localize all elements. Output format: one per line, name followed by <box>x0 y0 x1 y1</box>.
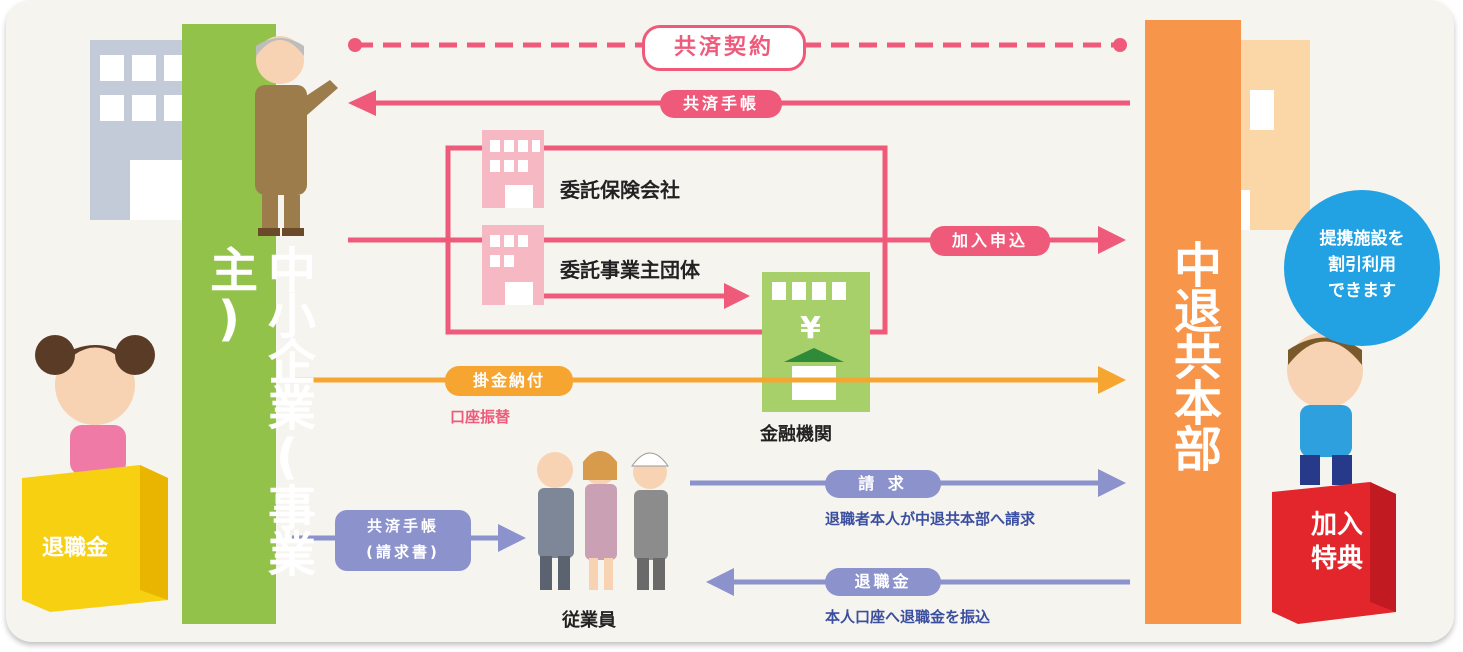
commissioned-loop <box>445 145 888 335</box>
retirement-box <box>22 465 168 612</box>
hq-column <box>1145 20 1241 624</box>
discount-bubble <box>1284 190 1440 346</box>
bubble-line3: できます <box>1328 281 1396 301</box>
hq-label: 中退共本部 <box>1165 240 1221 470</box>
insurer-building-icon <box>482 130 544 208</box>
account-transfer-label: 口座振替 <box>450 408 511 426</box>
contract-line <box>348 38 1127 52</box>
financial-institution-label: 金融機関 <box>760 424 832 445</box>
kyosai-techo-claim-line2: (請求書) <box>366 543 440 561</box>
businessman-figure <box>255 36 338 236</box>
commissioned-insurer-label: 委託保険会社 <box>560 178 680 202</box>
employees-figures <box>537 451 669 590</box>
contract-pill: 共済契約 <box>642 25 806 71</box>
bubble-line1: 提携施設を <box>1319 229 1405 249</box>
bubble-text: 提携施設を 割引利用 できます <box>1292 226 1432 304</box>
retirement-pay-pill: 退職金 <box>825 568 941 596</box>
svg-text:¥: ¥ <box>800 311 821 346</box>
bank-building-icon: ¥ <box>762 272 870 412</box>
to-bank-arrow <box>540 283 750 309</box>
kyosai-techo-claim-line1: 共済手帳 <box>366 517 439 535</box>
girl-figure <box>35 335 155 475</box>
boy-figure <box>1287 332 1363 485</box>
premium-payment-pill: 掛金納付 <box>445 366 573 396</box>
employer-group-building-icon <box>482 225 544 305</box>
claim-pill: 請 求 <box>825 470 941 498</box>
employees-label: 従業員 <box>562 610 616 631</box>
kyosai-techo-claim-pill: 共済手帳 (請求書) <box>335 510 471 571</box>
sme-employer-label: 中小企業(事業主) <box>201 245 315 575</box>
claim-note: 退職者本人が中退共本部へ請求 <box>825 510 1036 528</box>
employer-group-label: 委託事業主団体 <box>560 258 700 282</box>
benefit-box <box>1272 482 1396 624</box>
transfer-note: 本人口座へ退職金を振込 <box>825 608 991 626</box>
benefit-box-label: 加入特典 <box>1310 510 1363 574</box>
bubble-line2: 割引利用 <box>1328 255 1396 275</box>
payment-arrow <box>292 366 1126 394</box>
application-pill: 加入申込 <box>930 226 1050 256</box>
retirement-box-label: 退職金 <box>42 536 109 561</box>
kyosai-techo-pill: 共済手帳 <box>660 90 782 118</box>
